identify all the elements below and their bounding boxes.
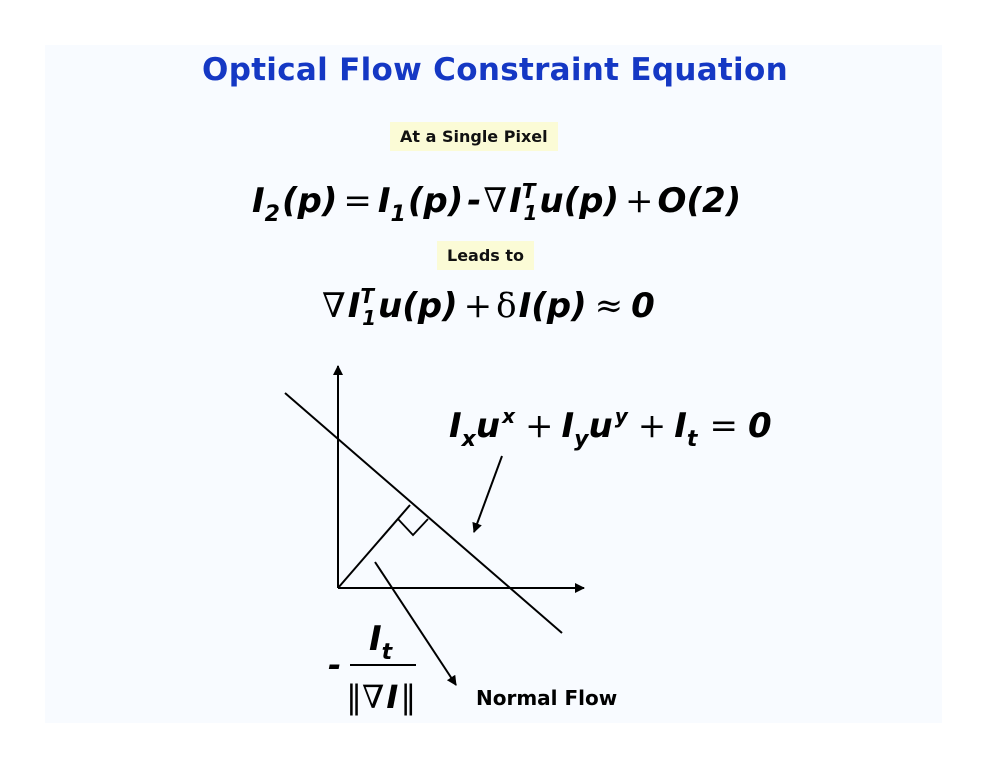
c-it-sub: t [687,427,699,452]
constraint-line [284,392,563,634]
c-plus1: + [525,406,554,446]
normal-vector [337,504,411,589]
c-iy-sub: y [574,427,590,452]
normal-flow-arrow [374,561,457,686]
eq1-u-p: u(p) [539,181,619,221]
eq1-i-sub: 1 [391,202,406,227]
eq2-zero: 0 [631,286,655,326]
eq2-grad-base: I [348,286,361,326]
eq1-equals: = [343,181,372,221]
c-zero: 0 [748,406,772,446]
nf-norm-left: ‖ [346,678,362,716]
eq1-lhs-p: (p) [282,181,337,221]
c-ux-base: u [476,406,500,446]
normal-flow-label: Normal Flow [476,686,618,710]
normal-flow-numerator: It [369,619,394,665]
eq2-u-p: u(p) [378,286,458,326]
nf-num-sub: t [382,640,394,665]
eq1-nabla: ∇ [483,181,507,221]
c-plus2: + [638,406,667,446]
eq2-delta: δ [496,286,516,326]
nf-den-base: I [386,678,398,716]
nf-nabla: ∇ [362,678,384,716]
c-uy-base: u [588,406,612,446]
eq1-lhs-sub: 2 [265,202,280,227]
eq2-grad-sub: 1 [362,306,376,330]
c-ix-base: I [449,406,462,446]
c-iy-base: I [561,406,574,446]
eq2-approx: ≈ [595,286,624,326]
c-ux-sup: x [501,404,516,428]
c-ix-sub: x [461,427,477,452]
c-equals: = [709,406,738,446]
single-pixel-label: At a Single Pixel [390,122,558,151]
c-uy-sup: y [615,404,629,428]
eq2-nabla: ∇ [322,286,346,326]
eq1-i-base: I [378,181,391,221]
eq2-plus: + [464,286,493,326]
nf-num-base: I [369,619,382,659]
eq1-grad-base: I [509,181,522,221]
eq1-grad-sub: 1 [523,201,537,225]
eq2-grad-sup: T [360,284,375,308]
eq1-grad-sup: T [522,179,537,203]
normal-flow-minus: - [328,646,341,684]
eq1-i-p: (p) [408,181,463,221]
slide-background [45,45,942,723]
eq1-minus: - [467,181,481,221]
nf-norm-right: ‖ [400,678,416,716]
eq1-order: O(2) [658,181,742,221]
c-it-base: I [674,406,687,446]
leads-to-label: Leads to [437,241,535,270]
right-angle-marker [397,518,429,537]
eq1-plus: + [625,181,654,221]
equation-pointer-arrow [472,455,503,533]
eq1-lhs-base: I [252,181,265,221]
page-title: Optical Flow Constraint Equation [202,52,788,88]
normal-flow-denominator: ‖∇I‖ [346,678,416,716]
eq2-i-p: I(p) [519,286,587,326]
